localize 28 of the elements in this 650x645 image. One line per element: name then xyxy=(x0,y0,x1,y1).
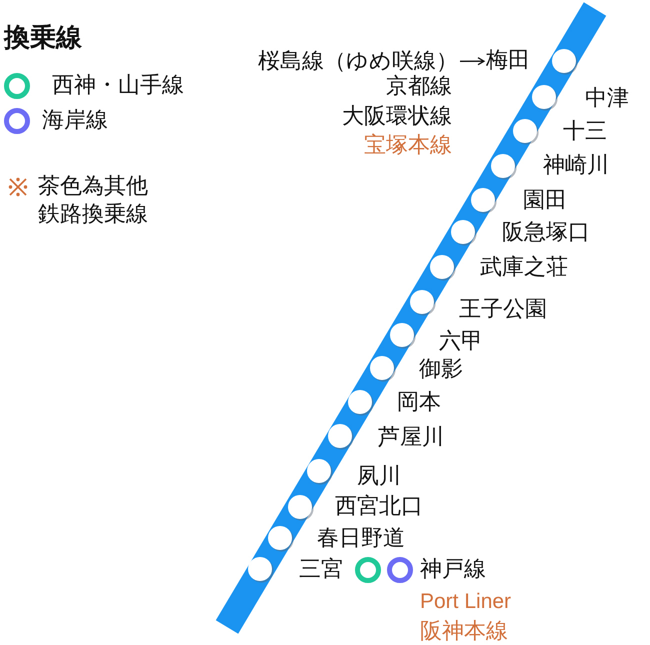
line-name: 阪神本線 xyxy=(420,621,508,643)
station-name: 春日野道 xyxy=(317,528,405,550)
heading: 換乗線 xyxy=(4,24,82,52)
station-name: 西宮北口 xyxy=(335,496,423,518)
station-name: 中津 xyxy=(585,88,629,110)
station-name: 夙川 xyxy=(357,466,401,488)
station-name: 六甲 xyxy=(439,331,483,353)
line-name: 桜島線（ゆめ咲線） xyxy=(258,51,458,73)
station-name: 御影 xyxy=(419,359,463,381)
station-name: 梅田 xyxy=(486,50,530,72)
station-name: 王子公園 xyxy=(459,299,547,321)
legend-text: 茶色為其他鉄路換乗線 xyxy=(38,173,149,229)
line-name: 宝塚本線 xyxy=(364,135,452,157)
legend-text: 西神・山手線 xyxy=(52,75,184,97)
line-name: 大阪環状線 xyxy=(342,106,452,128)
station-name: 神崎川 xyxy=(543,155,609,177)
station-name: 園田 xyxy=(523,190,567,212)
arrow xyxy=(460,57,485,66)
station-name: 芦屋川 xyxy=(378,427,444,449)
line-name: 京都線 xyxy=(386,76,452,98)
station-name: 阪急塚口 xyxy=(502,222,590,244)
station-name: 岡本 xyxy=(397,392,441,414)
station-name: 十三 xyxy=(563,121,607,143)
legend-text: 海岸線 xyxy=(42,110,108,132)
line-name: Port Liner xyxy=(420,591,512,613)
station-name: 三宮 xyxy=(299,559,343,581)
station-name: 武庫之荘 xyxy=(480,257,568,279)
line-name: 神戸線 xyxy=(420,559,486,581)
